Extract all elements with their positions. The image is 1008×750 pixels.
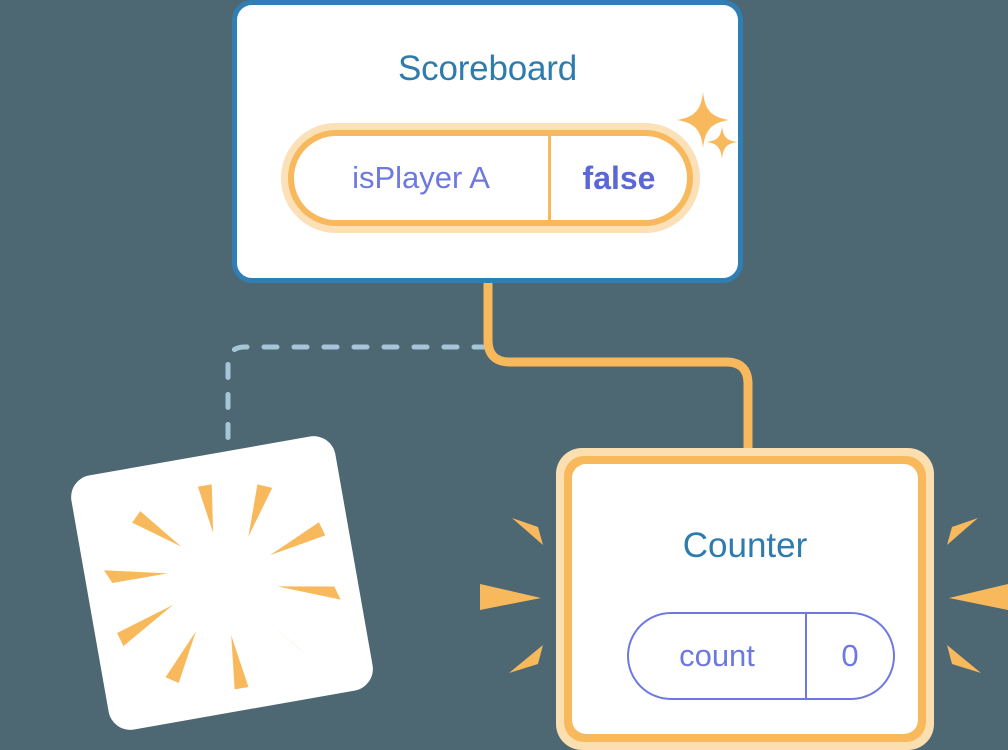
counter-burst-ray-left-mid — [480, 584, 541, 610]
scoreboard-pill-divider — [548, 136, 551, 220]
scoreboard-title: Scoreboard — [398, 49, 577, 88]
scoreboard-pill-value: false — [582, 159, 656, 196]
orange-connector — [483, 278, 753, 470]
sparkle-large-icon — [677, 92, 729, 148]
counter-burst-ray-right-top — [947, 518, 978, 545]
counter-burst-ray-right-bottom — [947, 645, 981, 673]
blank-card[interactable] — [67, 432, 377, 734]
counter-title: Counter — [682, 526, 808, 565]
scoreboard-pill-face: isPlayer A false — [294, 136, 687, 220]
scoreboard-property-pill[interactable]: isPlayer A false — [281, 123, 700, 233]
sparkle-small-icon — [706, 126, 738, 159]
scoreboard-pill-key: isPlayer A — [352, 160, 490, 195]
dashed-connector — [225, 344, 490, 479]
counter-card-highlight-ring: Counter count 0 — [564, 456, 926, 742]
counter-card[interactable]: Counter count 0 — [556, 448, 934, 750]
counter-card-face: Counter count 0 — [572, 464, 918, 734]
scoreboard-pill-highlight-ring: isPlayer A false — [288, 130, 693, 226]
counter-pill-divider — [805, 614, 807, 698]
scoreboard-card[interactable]: Scoreboard isPlayer A false — [232, 0, 743, 283]
counter-burst-ray-left-top — [512, 518, 543, 545]
counter-pill-value: 0 — [841, 638, 859, 673]
counter-burst-ray-right-mid — [949, 584, 1008, 610]
counter-burst-ray-left-bottom — [509, 645, 543, 673]
counter-property-pill[interactable]: count 0 — [627, 612, 895, 700]
counter-pill-key: count — [679, 638, 755, 673]
blank-card-burst-icon — [104, 484, 341, 690]
